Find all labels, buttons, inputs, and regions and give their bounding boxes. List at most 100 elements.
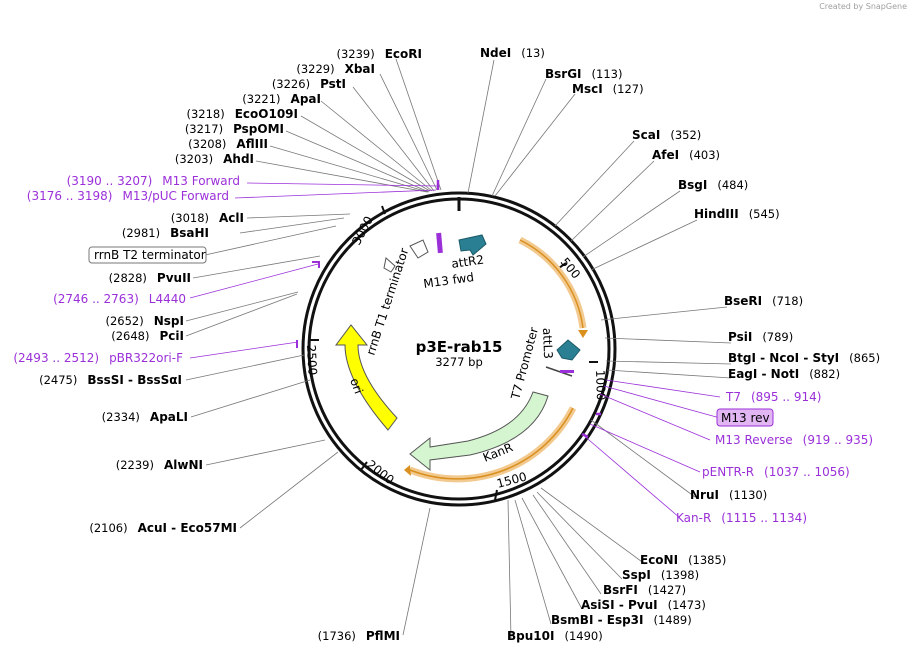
site-leader-lines bbox=[185, 58, 732, 639]
svg-text:NdeI(13): NdeI(13) bbox=[480, 46, 545, 60]
svg-text:BsgI(484): BsgI(484) bbox=[678, 178, 748, 192]
site-nrui: NruI bbox=[690, 488, 719, 502]
svg-text:(2239)AlwNI: (2239)AlwNI bbox=[116, 458, 203, 472]
svg-text:HindIII(545): HindIII(545) bbox=[694, 207, 780, 221]
site-xbai: XbaI bbox=[345, 62, 375, 76]
site-sspi: SspI bbox=[622, 568, 651, 582]
tick-3000: 3000 bbox=[349, 214, 376, 248]
sites-left: (3239)EcoRI (3229)XbaI (3226)PstI (3221)… bbox=[39, 47, 422, 643]
site-alwni: AlwNI bbox=[164, 458, 203, 472]
svg-text:M13 Reverse(919 .. 935): M13 Reverse(919 .. 935) bbox=[715, 433, 873, 447]
svg-text:(2475)BssSI - BssSαI: (2475)BssSI - BssSαI bbox=[39, 373, 182, 387]
svg-text:(3176 .. 3198)M13/pUC Forward: (3176 .. 3198)M13/pUC Forward bbox=[27, 189, 229, 203]
site-ndei: NdeI bbox=[480, 46, 511, 60]
svg-text:(2652)NspI: (2652)NspI bbox=[106, 314, 185, 328]
svg-text:(3221)ApaI: (3221)ApaI bbox=[242, 92, 321, 106]
tick-1000: 1000 bbox=[593, 370, 608, 401]
svg-text:(3239)EcoRI: (3239)EcoRI bbox=[336, 47, 422, 61]
primers-right: T7(895 .. 914) M13 rev M13 Reverse(919 .… bbox=[676, 390, 873, 525]
site-econi: EcoNI bbox=[640, 553, 678, 567]
svg-text:(3018)AclI: (3018)AclI bbox=[171, 211, 244, 225]
rrnb-t1-arrow bbox=[383, 257, 396, 273]
primer-pentr-r: pENTR-R bbox=[702, 465, 754, 479]
svg-text:NruI(1130): NruI(1130) bbox=[690, 488, 767, 502]
rrnb-t2-arrow bbox=[409, 239, 429, 259]
svg-text:(1736)PflMI: (1736)PflMI bbox=[318, 629, 400, 643]
site-apai: ApaI bbox=[291, 92, 321, 106]
snapgene-credit: Created by SnapGene bbox=[819, 2, 907, 11]
m13fwd-label: M13 fwd bbox=[422, 270, 474, 291]
svg-text:BtgI - NcoI - StyI(865): BtgI - NcoI - StyI(865) bbox=[728, 351, 880, 365]
site-scai: ScaI bbox=[632, 128, 660, 142]
primer-m13-puc-forward: M13/pUC Forward bbox=[122, 189, 229, 203]
svg-text:ScaI(352): ScaI(352) bbox=[632, 128, 701, 142]
kanr-feature bbox=[409, 391, 549, 472]
plasmid-length: 3277 bp bbox=[435, 355, 483, 369]
svg-text:SspI(1398): SspI(1398) bbox=[622, 568, 699, 582]
primer-kan-r: Kan-R bbox=[676, 511, 711, 525]
svg-text:PsiI(789): PsiI(789) bbox=[728, 330, 793, 344]
site-btgi-ncoi-styi: BtgI - NcoI - StyI bbox=[728, 351, 839, 365]
svg-text:(2648)PciI: (2648)PciI bbox=[111, 329, 184, 343]
site-bpu10i: Bpu10I bbox=[507, 629, 554, 643]
svg-text:(2746 .. 2763)L4440: (2746 .. 2763)L4440 bbox=[53, 292, 186, 306]
svg-text:MscI(127): MscI(127) bbox=[572, 82, 644, 96]
svg-text:(3229)XbaI: (3229)XbaI bbox=[296, 62, 375, 76]
site-ahdi: AhdI bbox=[223, 152, 254, 166]
site-nspi: NspI bbox=[154, 314, 184, 328]
primer-l4440: L4440 bbox=[149, 292, 186, 306]
primer-m13-forward: M13 Forward bbox=[162, 174, 240, 188]
m13fwd-primer-mark bbox=[436, 232, 443, 254]
svg-text:EcoNI(1385): EcoNI(1385) bbox=[640, 553, 726, 567]
site-pflmi: PflMI bbox=[366, 629, 400, 643]
svg-text:BsmBI - Esp3I(1489): BsmBI - Esp3I(1489) bbox=[551, 613, 692, 627]
site-pvuii: PvuII bbox=[157, 271, 191, 285]
site-afei: AfeI bbox=[652, 148, 679, 162]
svg-text:Bpu10I(1490): Bpu10I(1490) bbox=[507, 629, 603, 643]
site-pspomi: PspOMI bbox=[233, 122, 284, 136]
attr2-arrow bbox=[458, 234, 487, 256]
site-psii: PsiI bbox=[728, 330, 752, 344]
site-hindiii: HindIII bbox=[694, 207, 739, 221]
attl3-label: attL3 bbox=[540, 328, 555, 360]
site-bseri: BseRI bbox=[724, 294, 762, 308]
svg-text:(3203)AhdI: (3203)AhdI bbox=[175, 152, 254, 166]
site-ecori: EcoRI bbox=[385, 47, 422, 61]
site-bsgi: BsgI bbox=[678, 178, 707, 192]
site-asisi-pvui: AsiSI - PvuI bbox=[581, 598, 658, 612]
site-apali: ApaLI bbox=[150, 410, 188, 424]
svg-text:(2334)ApaLI: (2334)ApaLI bbox=[102, 410, 188, 424]
svg-text:(2493 .. 2512)pBR322ori-F: (2493 .. 2512)pBR322ori-F bbox=[13, 351, 183, 365]
svg-text:T7(895 .. 914): T7(895 .. 914) bbox=[725, 390, 821, 404]
rrnb-t2-box[interactable] bbox=[88, 246, 207, 264]
svg-text:AfeI(403): AfeI(403) bbox=[652, 148, 720, 162]
site-msci: MscI bbox=[572, 82, 603, 96]
rrnb-t2-label: rrnB T2 terminator bbox=[94, 248, 206, 262]
svg-text:(2828)PvuII: (2828)PvuII bbox=[109, 271, 191, 285]
m13rev-box[interactable] bbox=[716, 408, 774, 427]
primer-m13-reverse: M13 Reverse bbox=[715, 433, 793, 447]
primer-pbr322ori-f: pBR322ori-F bbox=[109, 351, 183, 365]
svg-text:Kan-R(1115 .. 1134): Kan-R(1115 .. 1134) bbox=[676, 511, 807, 525]
site-acui-eco57mi: AcuI - Eco57MI bbox=[138, 521, 237, 535]
site-afliii: AflIII bbox=[236, 137, 268, 151]
svg-text:AsiSI - PvuI(1473): AsiSI - PvuI(1473) bbox=[581, 598, 706, 612]
svg-text:pENTR-R(1037 .. 1056): pENTR-R(1037 .. 1056) bbox=[702, 465, 850, 479]
primer-m13rev: M13 rev bbox=[721, 411, 770, 425]
t7-primer-mark bbox=[560, 370, 574, 373]
primer-leader-lines bbox=[189, 182, 721, 519]
svg-text:BsrGI(113): BsrGI(113) bbox=[545, 67, 622, 81]
primer-t7: T7 bbox=[725, 390, 741, 404]
site-acli: AclI bbox=[219, 211, 244, 225]
svg-text:(3218)EcoO109I: (3218)EcoO109I bbox=[186, 107, 298, 121]
ori-feature bbox=[335, 324, 398, 431]
sites-right: NdeI(13) BsrGI(113) MscI(127) ScaI(352) … bbox=[480, 46, 880, 643]
primers-left: (3190 .. 3207)M13 Forward (3176 .. 3198)… bbox=[13, 174, 240, 365]
site-psti: PstI bbox=[320, 77, 346, 91]
site-bsahi: BsaHI bbox=[170, 226, 209, 240]
attr2-label: attR2 bbox=[450, 253, 484, 271]
svg-text:(2981)BsaHI: (2981)BsaHI bbox=[122, 226, 209, 240]
site-bsmbi-esp3i: BsmBI - Esp3I bbox=[551, 613, 643, 627]
svg-text:BseRI(718): BseRI(718) bbox=[724, 294, 803, 308]
